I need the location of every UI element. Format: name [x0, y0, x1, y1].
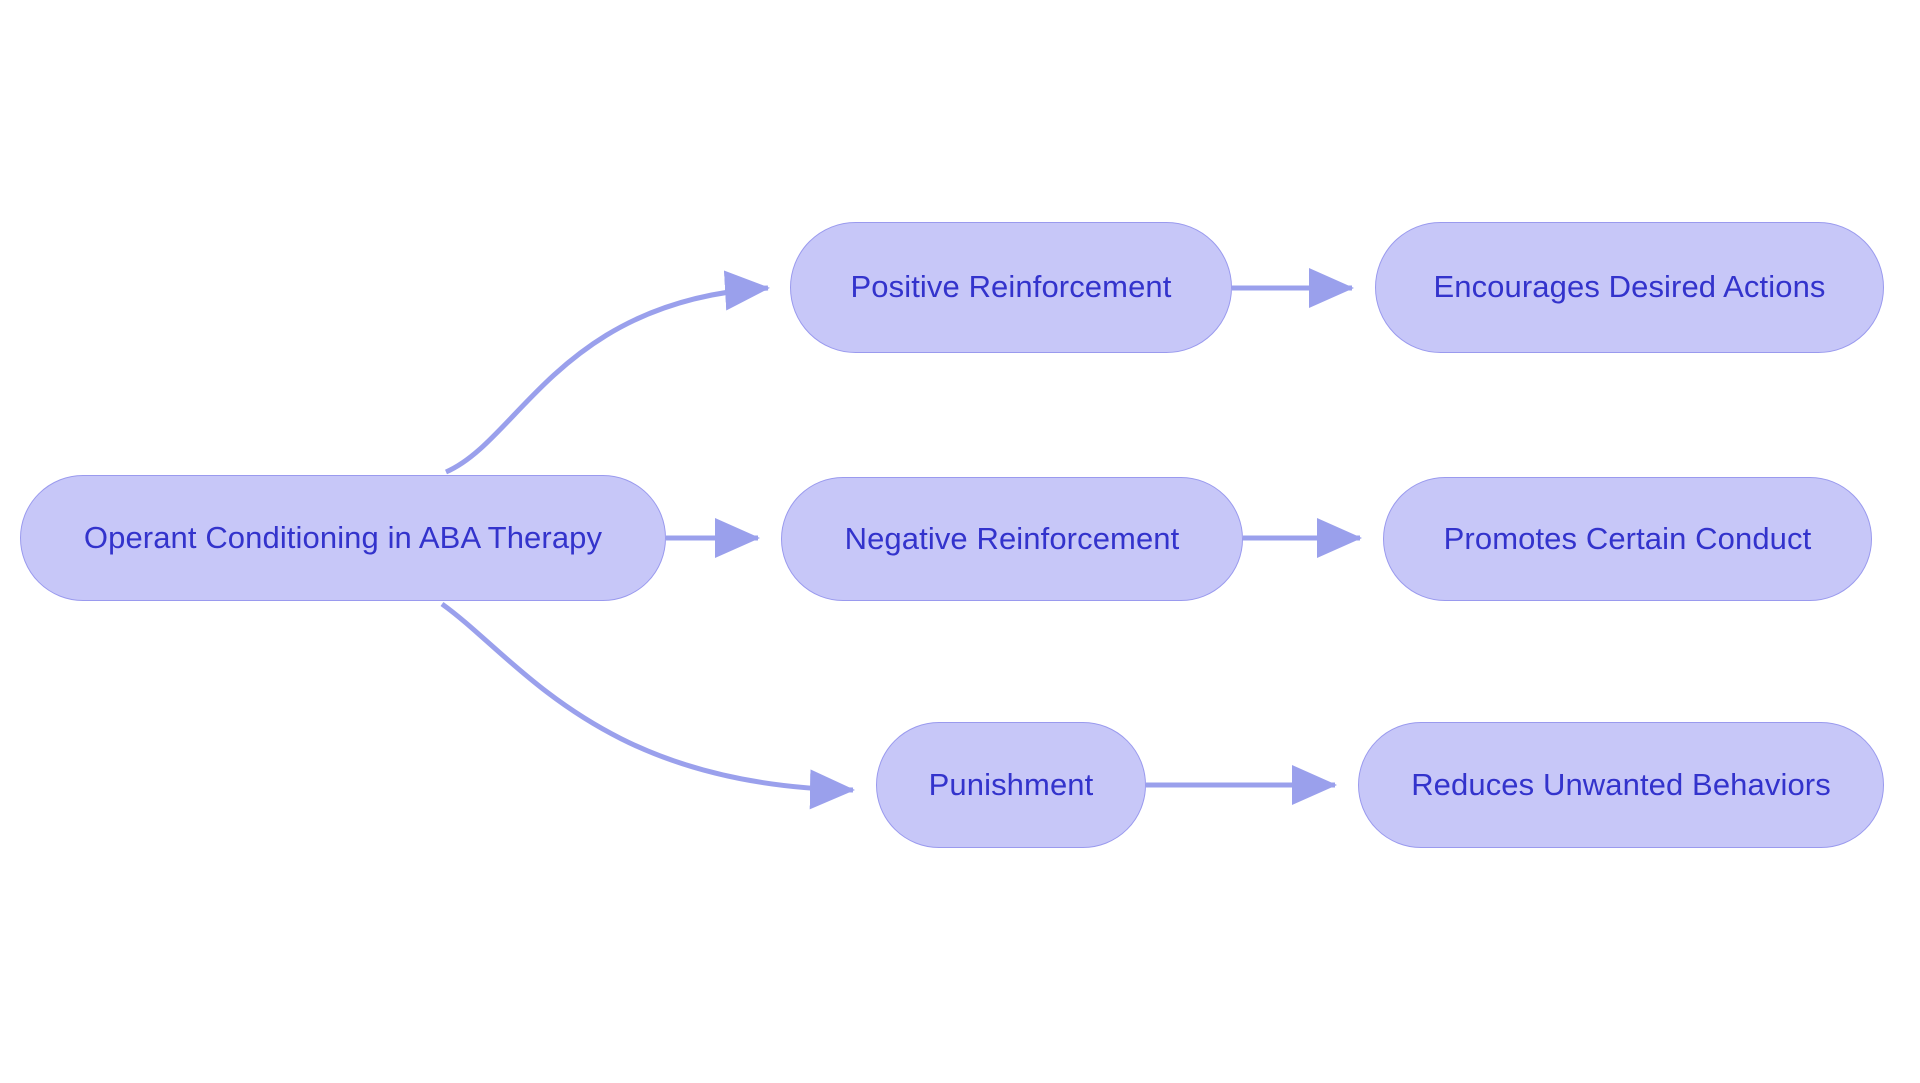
node-label: Negative Reinforcement: [844, 520, 1180, 556]
node-reduces-unwanted-behaviors[interactable]: Reduces Unwanted Behaviors: [1358, 722, 1884, 848]
node-label: Punishment: [928, 766, 1094, 802]
node-label: Reduces Unwanted Behaviors: [1411, 766, 1831, 802]
node-negative-reinforcement[interactable]: Negative Reinforcement: [781, 477, 1243, 601]
node-operant-conditioning-in-aba-therapy[interactable]: Operant Conditioning in ABA Therapy: [20, 475, 666, 601]
node-label: Encourages Desired Actions: [1433, 269, 1826, 305]
node-positive-reinforcement[interactable]: Positive Reinforcement: [790, 222, 1232, 353]
edge-root-positive: [445, 270, 770, 475]
node-label: Positive Reinforcement: [850, 269, 1172, 305]
edge-root-punishment: [440, 601, 855, 810]
node-label: Promotes Certain Conduct: [1443, 520, 1812, 556]
node-encourages-desired-actions[interactable]: Encourages Desired Actions: [1375, 222, 1884, 353]
node-promotes-certain-conduct[interactable]: Promotes Certain Conduct: [1383, 477, 1872, 601]
node-punishment[interactable]: Punishment: [876, 722, 1146, 848]
node-label: Operant Conditioning in ABA Therapy: [83, 519, 603, 555]
